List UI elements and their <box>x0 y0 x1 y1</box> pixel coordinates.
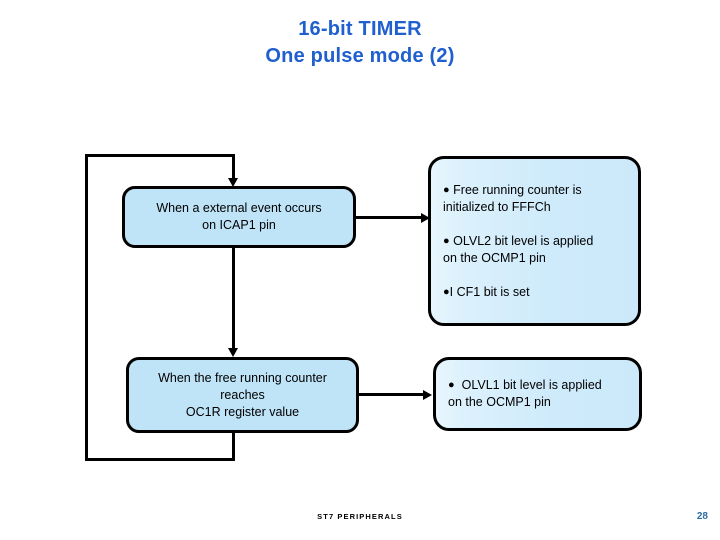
event-box-1-line-1: When a external event occurs <box>156 201 322 215</box>
bullet-line: ●I CF1 bit is set <box>443 284 628 301</box>
bullet-icon: ● <box>443 285 450 298</box>
page-number: 28 <box>696 511 708 522</box>
bullet-line: ● Free running counter is <box>443 182 628 199</box>
event-box-2-line-2: reaches <box>220 387 265 402</box>
page-title: 16-bit TIMER One pulse mode (2) <box>0 16 720 70</box>
action-box-timer-init: ● Free running counter is initialized to… <box>428 156 641 326</box>
loop-left-segment <box>85 154 88 461</box>
bullet-text: OLVL2 bit level is applied <box>453 233 594 248</box>
event1-to-event2-arrowhead-icon <box>228 348 238 357</box>
bullet-text: on the OCMP1 pin <box>443 250 546 265</box>
event1-to-action1-line <box>356 216 423 219</box>
event-box-counter-reaches-oc1r: When the free running counter reaches OC… <box>126 357 359 433</box>
title-line-1: 16-bit TIMER <box>298 18 422 40</box>
bullet-group: ● Free running counter is initialized to… <box>443 182 628 216</box>
entry-connector-line <box>232 154 235 180</box>
event-box-2-line-3: OC1R register value <box>185 404 300 419</box>
footer-label: ST7 PERIPHERALS <box>317 512 403 521</box>
event1-to-event2-line <box>232 248 235 350</box>
bullet-icon: ● <box>443 183 450 196</box>
bullet-text: I CF1 bit is set <box>449 284 530 299</box>
bullet-group: ● OLVL2 bit level is applied on the OCMP… <box>443 233 628 267</box>
bullet-line: ● OLVL2 bit level is applied <box>443 233 628 250</box>
title-line-2: One pulse mode (2) <box>265 45 455 67</box>
event-box-1-line-2: on ICAP1 pin <box>202 218 276 232</box>
loop-bottom-segment <box>85 458 235 461</box>
loop-top-segment <box>85 154 235 157</box>
event-box-2-line-1: When the free running counter <box>158 370 327 385</box>
bullet-text: on the OCMP1 pin <box>448 395 551 409</box>
bullet-icon: ● <box>443 234 450 247</box>
event1-to-action1-arrowhead-icon <box>421 213 430 223</box>
bullet-group: ●I CF1 bit is set <box>443 284 628 301</box>
bullet-icon: ● <box>448 379 455 391</box>
event-box-external-icap1: When a external event occurs on ICAP1 pi… <box>122 186 356 248</box>
bullet-group: ● OLVL1 bit level is applied on the OCMP… <box>448 377 629 411</box>
event2-to-action2-arrowhead-icon <box>423 390 432 400</box>
bullet-line: ● OLVL1 bit level is applied <box>448 377 629 394</box>
bullet-text: OLVL1 bit level is applied <box>461 378 602 392</box>
entry-arrowhead-icon <box>228 178 238 187</box>
action-box-olvl1-output: ● OLVL1 bit level is applied on the OCMP… <box>433 357 642 431</box>
bullet-text: Free running counter is <box>453 182 582 197</box>
event2-to-action2-line <box>359 393 425 396</box>
bullet-text: initialized to FFFCh <box>443 199 551 214</box>
